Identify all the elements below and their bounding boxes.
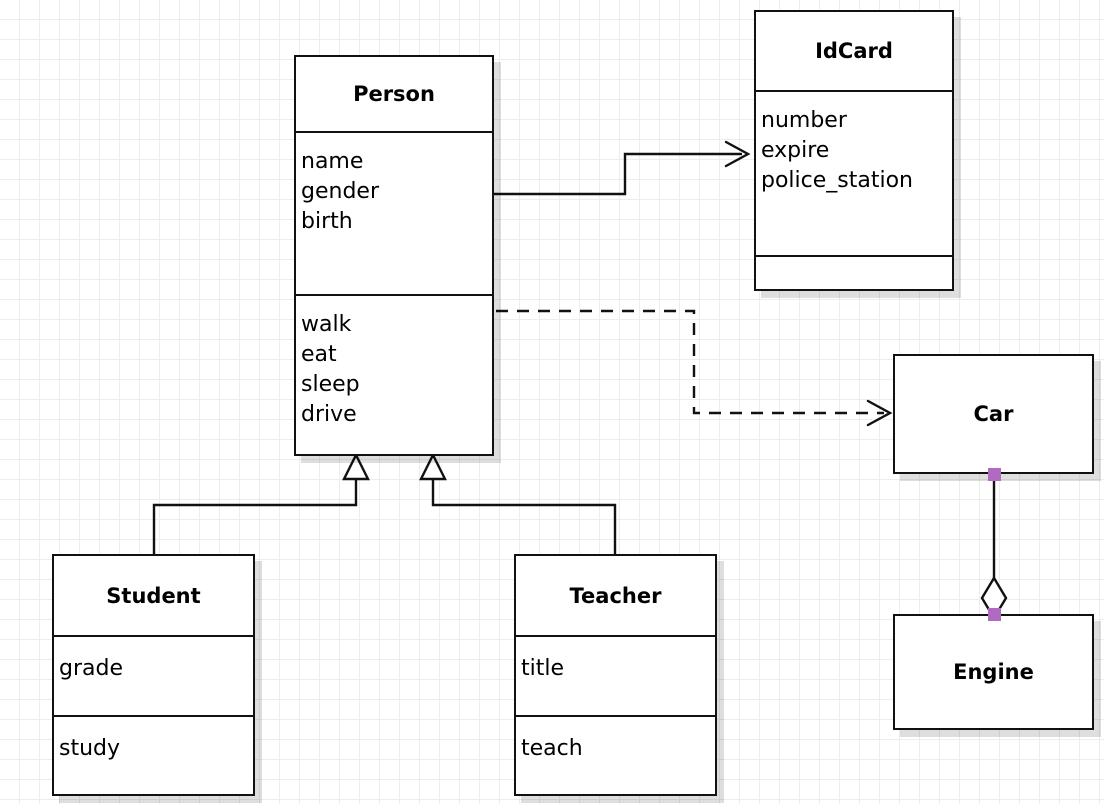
class-title-teacher: Teacher bbox=[569, 583, 662, 608]
class-title-car: Car bbox=[973, 402, 1014, 426]
class-methods-person: walk eat sleep drive bbox=[296, 294, 492, 454]
class-methods-teacher: teach bbox=[516, 715, 715, 794]
edge-car-engine bbox=[980, 474, 1008, 621]
class-box-engine[interactable]: Engine bbox=[893, 614, 1094, 730]
class-box-person[interactable]: Person name gender birth walk eat sleep … bbox=[294, 55, 494, 456]
edge-person-car bbox=[496, 309, 893, 427]
method-row: study bbox=[59, 736, 121, 761]
class-attributes-person: name gender birth bbox=[296, 131, 492, 294]
class-attributes-student: grade bbox=[54, 635, 253, 715]
class-title-student: Student bbox=[106, 583, 201, 608]
method-row: sleep bbox=[301, 372, 360, 397]
class-attributes-teacher: title bbox=[516, 635, 715, 715]
method-row: walk bbox=[301, 312, 352, 337]
class-title-person: Person bbox=[353, 82, 435, 106]
class-box-car[interactable]: Car bbox=[893, 354, 1094, 474]
attribute-row: birth bbox=[301, 209, 353, 234]
edge-teacher-person bbox=[419, 452, 617, 554]
connector-port-engine-top[interactable] bbox=[988, 608, 1001, 621]
attribute-row: title bbox=[521, 656, 565, 681]
class-methods-student: study bbox=[54, 715, 253, 794]
attribute-row: name bbox=[301, 149, 364, 174]
class-title-idcard: IdCard bbox=[815, 39, 893, 63]
attribute-row: gender bbox=[301, 179, 379, 204]
class-methods-idcard bbox=[756, 255, 952, 289]
attribute-row: number bbox=[761, 108, 847, 133]
attribute-row: grade bbox=[59, 656, 123, 681]
class-box-idcard[interactable]: IdCard number expire police_station bbox=[754, 10, 954, 291]
class-attributes-idcard: number expire police_station bbox=[756, 90, 952, 255]
method-row: eat bbox=[301, 342, 337, 367]
edge-student-person bbox=[152, 452, 370, 554]
edge-person-idcard bbox=[494, 140, 751, 196]
class-box-student[interactable]: Student grade study bbox=[52, 554, 255, 796]
method-row: drive bbox=[301, 402, 357, 427]
attribute-row: police_station bbox=[761, 168, 913, 193]
class-box-teacher[interactable]: Teacher title teach bbox=[514, 554, 717, 796]
method-row: teach bbox=[521, 736, 583, 761]
connector-port-car-bottom[interactable] bbox=[988, 468, 1001, 481]
attribute-row: expire bbox=[761, 138, 830, 163]
class-title-engine: Engine bbox=[953, 660, 1034, 684]
